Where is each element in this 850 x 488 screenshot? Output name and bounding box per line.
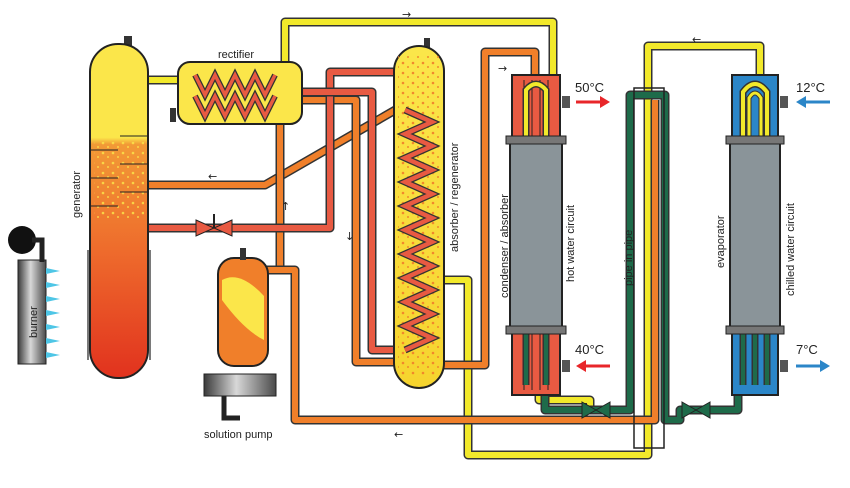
label-burner: burner — [28, 306, 40, 338]
flow-arrow-icon: ← — [692, 33, 701, 46]
hot-out-arrow-icon — [576, 96, 610, 108]
flow-arrow-icon: ← — [394, 428, 403, 441]
evaporator-unit — [725, 74, 788, 396]
generator-vessel — [87, 36, 151, 379]
label-evaporator: evaporator — [715, 215, 727, 268]
generator-fins — [87, 250, 151, 360]
flow-arrow-icon: ← — [208, 170, 217, 183]
orange-solution-line — [148, 47, 660, 425]
burner-cylinder — [17, 259, 47, 365]
label-pipe-in-pipe: pipe in pipe — [623, 230, 635, 286]
absorber-coil — [396, 106, 441, 354]
burner-knob — [8, 226, 36, 254]
flow-arrow-icon: ↑ — [281, 200, 290, 213]
condenser-absorber-unit — [505, 74, 570, 396]
solution-pump — [203, 248, 277, 421]
chilled-in-arrow-icon — [796, 96, 830, 108]
valve-icon — [581, 401, 611, 419]
flow-arrow-icon: → — [402, 8, 411, 21]
hot-in-arrow-icon — [576, 360, 610, 372]
chilled-out-arrow-icon — [796, 360, 830, 372]
label-generator: generator — [71, 171, 83, 218]
temp-chilled-in: 12°C — [796, 80, 825, 95]
pump-base — [203, 373, 277, 397]
valve-icon — [681, 401, 711, 419]
chilled-water-heat-exchanger — [729, 139, 781, 331]
temp-hot-out: 50°C — [575, 80, 604, 95]
burner — [8, 226, 60, 365]
label-condenser-absorber: condenser / absorber — [499, 194, 511, 298]
temp-chilled-out: 7°C — [796, 342, 818, 357]
absorber-regenerator-vessel — [393, 38, 445, 389]
label-hot-water-circuit: hot water circuit — [565, 205, 577, 282]
rectifier-coil — [192, 68, 278, 123]
label-absorber-regenerator: absorber / regenerator — [449, 142, 461, 252]
flame-icon — [46, 268, 60, 358]
label-chilled-water-circuit: chilled water circuit — [785, 203, 797, 296]
pipe-in-pipe — [633, 87, 665, 449]
hot-water-heat-exchanger — [509, 139, 563, 331]
flow-arrow-icon: → — [498, 62, 507, 75]
temp-hot-in: 40°C — [575, 342, 604, 357]
rectifier-vessel — [170, 61, 303, 125]
flow-arrow-icon: ↓ — [345, 230, 354, 243]
label-solution-pump: solution pump — [204, 429, 273, 441]
expansion-valve-icon — [195, 214, 233, 237]
label-rectifier: rectifier — [218, 49, 254, 61]
